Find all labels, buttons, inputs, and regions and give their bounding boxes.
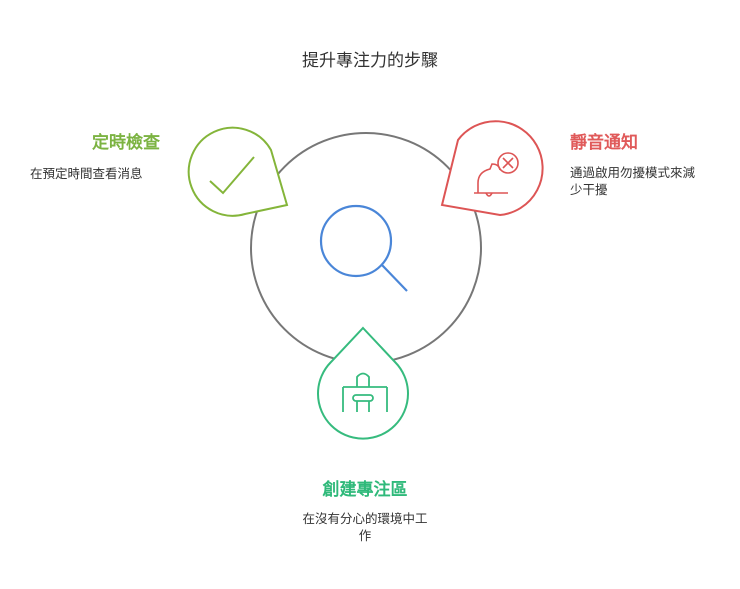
search-icon <box>319 204 408 292</box>
desk-chair-icon <box>342 372 388 412</box>
checkmark-icon <box>209 156 255 195</box>
step-label-mute-notifications: 靜音通知 <box>570 133 638 153</box>
step-desc-mute-notifications: 通過啟用勿擾模式來減 少干擾 <box>570 165 696 197</box>
step-label-scheduled-check: 定時檢查 <box>92 133 160 153</box>
step-label-focus-zone: 創建專注區 <box>322 480 408 500</box>
diagram-title: 提升專注力的步驟 <box>302 51 438 71</box>
step-marker-bell <box>440 120 544 217</box>
bell-off-icon <box>474 152 519 197</box>
step-desc-scheduled-check: 在預定時間查看消息 <box>30 166 143 181</box>
step-marker-desk <box>317 326 409 440</box>
step-desc-focus-zone: 在沒有分心的環境中工 作 <box>302 511 428 543</box>
step-marker-check <box>187 126 289 217</box>
